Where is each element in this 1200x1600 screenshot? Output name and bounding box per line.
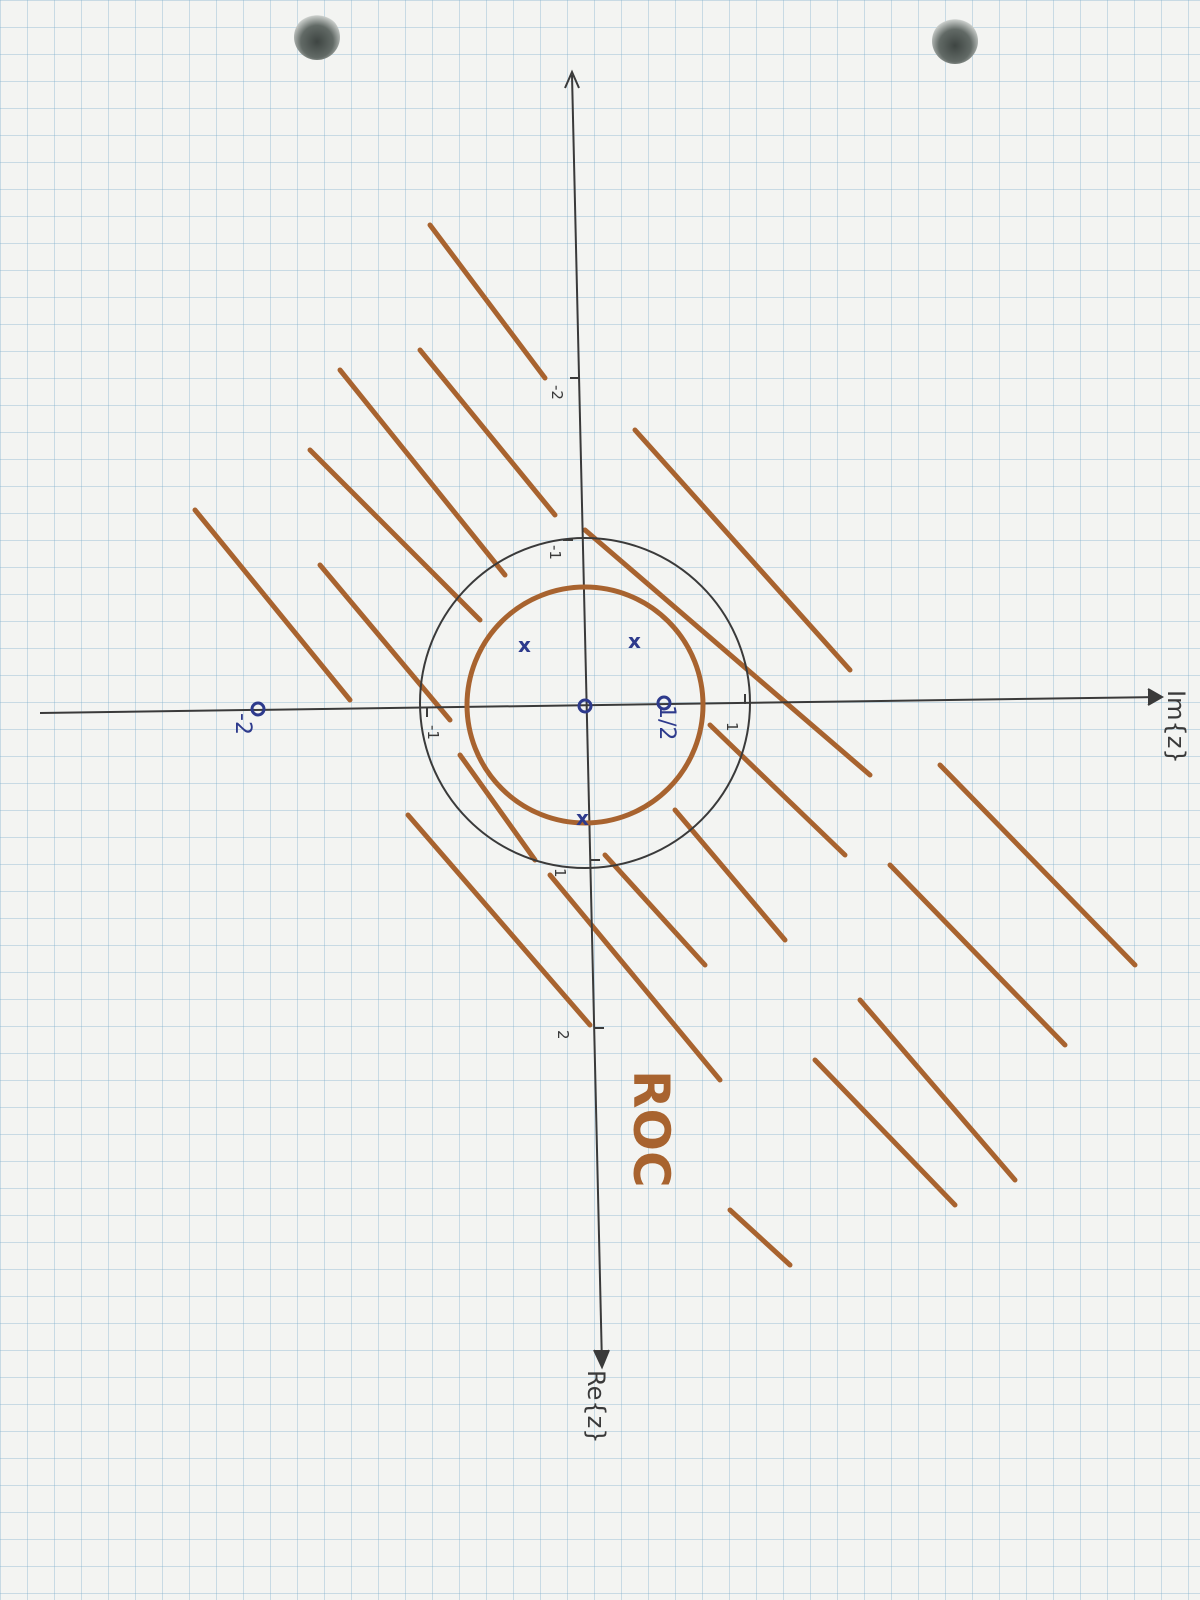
roc-hatch-stroke [857,997,1018,1183]
roc-hatch-stroke [547,872,723,1083]
punch-hole-top-right [932,18,978,64]
zeros [250,695,672,717]
zero-neg2-label: -2 [230,713,255,735]
tick-label-re-pos-1: 1 [551,868,569,878]
roc-hatch-stroke [307,447,483,623]
roc-hatch-stroke [317,562,453,723]
im-axis-label: Im{z} [1162,690,1190,764]
roc-hatch-stroke [192,507,353,703]
roc-hatch-stroke [405,812,593,1028]
roc-hatch-stroke [672,807,788,943]
axis-origin-arrowhead [564,69,580,89]
roc-hatch-stroke [457,752,538,863]
pole-marker-3: x [576,806,589,830]
re-axis-line [571,74,603,1366]
roc-hatch-stroke [727,1207,793,1268]
tick-label-re-pos-2: 2 [554,1030,572,1040]
tick-label-im-neg-1: -1 [424,725,442,740]
im-axis-arrowhead [1147,688,1165,706]
pole-marker-2: x [628,629,641,653]
roc-hatch-stroke [812,1057,958,1208]
roc-hatch-stroke [427,222,548,381]
zero-half-marker [656,695,672,711]
tick-label-im-pos-1: 1 [723,722,741,732]
roc-hatching [192,222,1138,1268]
roc-hatch-stroke [937,762,1138,968]
roc-hatch-stroke [417,347,558,518]
roc-hatch-stroke [337,367,508,578]
roc-hatch-stroke [602,852,708,968]
im-axis-line [39,696,1161,714]
marker-labels: 1/2 -2 [230,705,679,740]
zero-origin-marker [577,698,593,714]
tick-label-re-neg-2: -2 [548,385,566,400]
axes [39,69,1165,1370]
zero-neg2-marker [250,701,266,717]
roc-boundary-circle [464,584,706,826]
tick-label-re-neg-1: -1 [546,545,564,560]
tick-marks [426,377,746,1029]
poles: x x x [518,629,641,830]
zero-half-label: 1/2 [654,705,679,740]
roc-hatch-stroke [887,862,1068,1048]
roc-hatch-stroke [582,527,873,778]
punch-hole-top-left [294,14,340,60]
pole-marker-1: x [518,633,531,657]
unit-circle [419,537,751,869]
roc-hatch-stroke [707,722,848,858]
re-axis-arrowhead [593,1349,610,1370]
roc-label: ROC [622,1070,680,1188]
tick-labels: -2 -1 1 2 1 -1 [424,385,741,1040]
roc-hatch-stroke [632,427,853,673]
re-axis-label: Re{z} [582,1370,610,1444]
